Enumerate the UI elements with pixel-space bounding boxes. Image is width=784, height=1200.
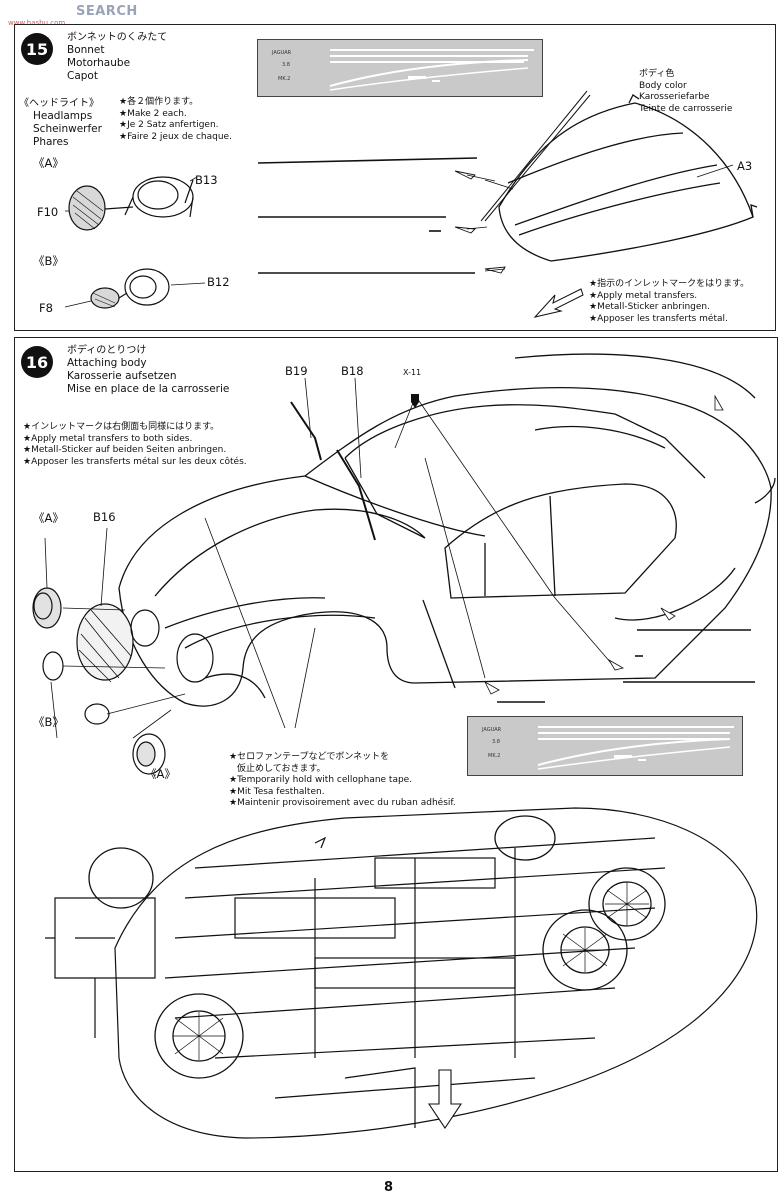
label-b18: B18 <box>341 364 364 378</box>
metal-transfer-sheet-16: JAGUAR 3.8 MK.2 <box>467 716 743 776</box>
tape-note-de: ★Mit Tesa festhalten. <box>229 786 325 797</box>
step-16-badge: 16 <box>21 346 53 378</box>
both-sides-note-jp: ★インレットマークは右側面も同様にはります。 <box>23 422 220 432</box>
body-color-note: ボディ色 Body color Karosseriefarbe Teinte d… <box>639 69 732 115</box>
step-16-panel: 16 ボディのとりつけ Attaching body Karosserie au… <box>14 337 778 1172</box>
apply-transfers-note: ★指示のインレットマークをはります。 ★Apply metal transfer… <box>589 279 749 325</box>
wipers <box>290 401 376 541</box>
watermark-logo: SEARCH www.hasbu.com <box>6 4 138 27</box>
bonnet-a3 <box>480 90 758 262</box>
body-color-de: Karosseriefarbe <box>639 92 710 102</box>
make-two-note-jp: ★各２個作ります。 <box>119 97 199 107</box>
both-sides-note-en: ★Apply metal transfers to both sides. <box>23 433 193 444</box>
x11-drop-marker <box>411 394 419 408</box>
headlamp-a-parts <box>68 176 194 231</box>
transfer-15-jaguar: JAGUAR <box>272 50 292 56</box>
tape-note-jp-2: 仮止めしておきます。 <box>237 763 326 774</box>
label-f10: F10 <box>37 205 59 219</box>
chassis-underside <box>45 807 758 1139</box>
both-sides-note-fr: ★Apposer les transferts métal sur les de… <box>23 456 247 467</box>
make-two-note-de: ★Je 2 Satz anfertigen. <box>119 120 219 130</box>
label-headlamp-a-top: 《A》 <box>33 511 64 525</box>
metal-transfer-sheet-15: JAGUAR 3.8 MK.2 <box>257 39 543 97</box>
transfer-16-model: MK.2 <box>488 753 501 759</box>
body-color-fr: Teinte de carrosserie <box>639 103 733 114</box>
step-15-title-en: Bonnet <box>67 44 105 56</box>
label-b12: B12 <box>207 275 230 289</box>
headlamp-b-parts <box>90 268 170 309</box>
transfer-strips-16 <box>537 726 734 770</box>
transfer-16-displacement: 3.8 <box>492 739 500 745</box>
page-number: 8 <box>384 1180 394 1195</box>
headlamps-title-fr: Phares <box>33 136 69 148</box>
tape-note-jp-1: ★セロファンテープなどでボンネットを <box>229 752 390 762</box>
label-f8: F8 <box>39 301 53 315</box>
front-headlamp-parts <box>32 587 214 775</box>
body-color-en: Body color <box>639 80 687 91</box>
transfer-strips-15 <box>329 49 534 91</box>
make-two-note: ★各２個作ります。 ★Make 2 each. ★Je 2 Satz anfer… <box>119 97 232 143</box>
label-headlamp-a-bottom: 《A》 <box>145 767 176 781</box>
step-16-title: ボディのとりつけ Attaching body Karosserie aufse… <box>67 344 229 396</box>
headlamps-title-en: Headlamps <box>33 110 93 122</box>
step-16-title-en: Attaching body <box>67 357 147 369</box>
step-15-panel: 15 ボンネットのくみたて Bonnet Motorhaube Capot 《ヘ… <box>14 24 776 331</box>
car-body-outline <box>118 353 776 707</box>
headlamps-title-de: Scheinwerfer <box>33 123 102 135</box>
tape-note-en: ★Temporarily hold with cellophane tape. <box>229 775 413 785</box>
label-b13: B13 <box>195 173 218 187</box>
both-sides-note: ★インレットマークは右側面も同様にはります。 ★Apply metal tran… <box>23 422 247 468</box>
apply-transfers-de: ★Metall-Sticker anbringen. <box>589 302 710 312</box>
step-15-badge: 15 <box>21 33 53 65</box>
step-16-title-jp: ボディのとりつけ <box>67 345 147 356</box>
watermark-subtext: www.hasbu.com <box>8 19 66 27</box>
step-16-illustration <box>32 353 776 1139</box>
label-b19: B19 <box>285 364 308 378</box>
both-sides-note-de: ★Metall-Sticker auf beiden Seiten anbrin… <box>23 445 227 455</box>
watermark-text: SEARCH <box>76 4 138 19</box>
apply-transfers-en: ★Apply metal transfers. <box>589 290 698 301</box>
label-b16: B16 <box>93 510 116 524</box>
transfer-15-model: MK.2 <box>278 76 291 82</box>
label-variant-a: 《A》 <box>33 156 64 170</box>
apply-transfers-fr: ★Apposer les transferts métal. <box>589 313 728 324</box>
step-15-title-de: Motorhaube <box>67 57 131 69</box>
label-a3: A3 <box>737 159 753 173</box>
label-x11: X-11 <box>403 368 422 377</box>
step-15-title-fr: Capot <box>67 70 98 82</box>
make-two-note-en: ★Make 2 each. <box>119 108 187 119</box>
step-15-title-jp: ボンネットのくみたて <box>67 32 168 43</box>
cellophane-tape-note: ★セロファンテープなどでボンネットを 仮止めしておきます。 ★Temporari… <box>229 752 456 810</box>
step-16-title-de: Karosserie aufsetzen <box>67 370 177 382</box>
chassis-wheels <box>88 815 666 1079</box>
headlamps-title-jp: 《ヘッドライト》 <box>19 98 99 109</box>
body-color-jp: ボディ色 <box>639 69 675 79</box>
transfer-arrow <box>533 288 584 318</box>
step-15-title: ボンネットのくみたて Bonnet Motorhaube Capot <box>67 31 167 83</box>
transfer-16-jaguar: JAGUAR <box>482 727 502 733</box>
make-two-note-fr: ★Faire 2 jeux de chaque. <box>119 131 232 142</box>
label-headlamp-b: 《B》 <box>33 715 64 729</box>
transfer-15-displacement: 3.8 <box>282 62 290 68</box>
assembly-arrow <box>427 1069 463 1129</box>
step-16-title-fr: Mise en place de la carrosserie <box>67 383 230 395</box>
tape-note-fr: ★Maintenir provisoirement avec du ruban … <box>229 798 456 808</box>
label-variant-b: 《B》 <box>33 254 64 268</box>
apply-transfers-jp: ★指示のインレットマークをはります。 <box>589 279 750 289</box>
step-15-illustration <box>64 90 758 318</box>
headlamps-heading: 《ヘッドライト》 Headlamps Scheinwerfer Phares <box>19 97 102 149</box>
